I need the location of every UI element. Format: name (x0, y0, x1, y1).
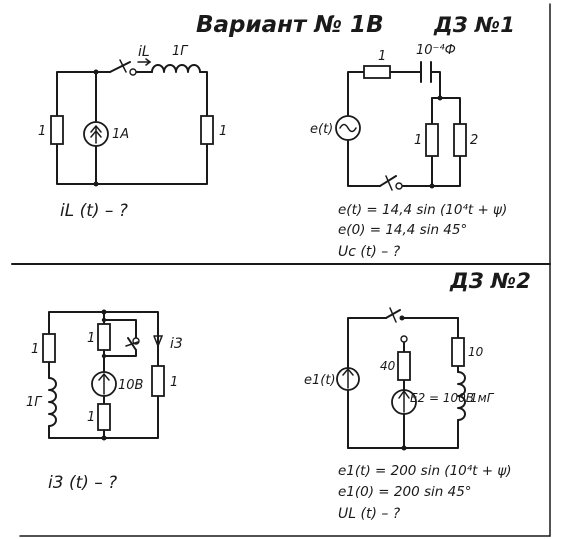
circuit-b-question: Uc (t) – ? (338, 244, 401, 260)
circuit-c-wire (103, 319, 137, 339)
circuit-c-source-label: 10В (118, 378, 144, 393)
circuit-d-equation-2: e1(0) = 200 sin 45° (338, 484, 472, 500)
resistor-icon (451, 337, 465, 367)
junction-node (101, 435, 107, 441)
circuit-c-mid-bottom-resistor-label: 1 (87, 410, 95, 425)
circuit-d-source1-label: e1(t) (304, 373, 336, 388)
circuit-a-wire (56, 71, 208, 185)
circuit-b-equation-1: e(t) = 14,4 sin (10⁴t + ψ) (338, 202, 507, 218)
circuit-d-source2-label: E2 = 100В (410, 391, 474, 405)
circuit-b-top-resistor-label: 1 (378, 49, 386, 64)
inductor-icon (457, 371, 466, 421)
junction-node (93, 69, 99, 75)
resistor-icon (425, 123, 439, 157)
inductor-current-label: iL (138, 44, 150, 60)
circuit-b-equation-2: e(0) = 14,4 sin 45° (338, 222, 467, 238)
circuit-b: 1 10⁻⁴Ф e(t) 1 2 e(t) = 14,4 sin (10⁴t +… (310, 43, 507, 260)
current-source-icon (83, 121, 109, 147)
resistor-icon (397, 351, 411, 381)
voltage-source-icon (91, 371, 117, 397)
page-title: Вариант № 1В (196, 12, 384, 38)
switch-icon (385, 307, 408, 343)
ac-source-icon (335, 115, 361, 141)
inductor-label: 1Г (172, 44, 189, 59)
circuit-b-wire (431, 71, 441, 99)
resistor-icon (363, 65, 391, 79)
circuit-a-right-resistor-label: 1 (219, 124, 227, 139)
resistor-icon (50, 115, 64, 145)
switch-icon (109, 59, 137, 76)
resistor-icon (42, 333, 56, 363)
circuit-d-wire (347, 419, 459, 449)
circuit-d-mid-resistor-label: 40 (380, 359, 396, 373)
circuit-d-inductor-label: 1мГ (470, 391, 495, 405)
circuit-d: e1(t) 40 E2 = 100В 10 1мГ e1(t) = 200 si… (304, 307, 512, 522)
circuit-a: 1 1А iL 1Г 1 iL (t) – ? (38, 44, 227, 221)
circuit-c-inductor-label: 1Г (26, 395, 43, 410)
inductor-icon (48, 377, 57, 427)
circuit-b-resistor-1-label: 1 (414, 133, 422, 148)
junction-node (101, 309, 107, 315)
junction-node (429, 183, 435, 189)
circuit-b-resistor-2-label: 2 (470, 133, 478, 148)
task2-label: ДЗ №2 (449, 269, 531, 293)
circuit-a-left-resistor-label: 1 (38, 124, 46, 139)
circuit-c-wire (103, 349, 137, 357)
capacitor-icon (420, 61, 432, 83)
circuit-b-wire (347, 139, 381, 187)
resistor-icon (453, 123, 467, 157)
capacitor-label: 10⁻⁴Ф (416, 43, 456, 58)
voltage-source-icon (336, 367, 360, 391)
circuit-a-question: iL (t) – ? (60, 201, 128, 221)
inductor-icon (151, 64, 201, 73)
current-arrow-icon (153, 335, 164, 349)
resistor-icon (200, 115, 214, 145)
circuit-c-current-label: i3 (170, 336, 183, 352)
resistor-icon (151, 365, 165, 397)
circuit-c-right-resistor-label: 1 (170, 375, 178, 390)
circuit-c-mid-top-resistor-label: 1 (87, 331, 95, 346)
junction-node (101, 353, 107, 359)
circuit-d-right-resistor-label: 10 (468, 345, 484, 359)
junction-node (93, 181, 99, 187)
circuit-c-left-resistor-label: 1 (31, 342, 39, 357)
circuit-d-question: UL (t) – ? (338, 506, 401, 522)
current-source-label: 1А (112, 127, 129, 142)
ac-source-label: e(t) (310, 122, 333, 137)
voltage-source-icon (391, 389, 417, 415)
switch-icon (125, 337, 140, 351)
task1-label: ДЗ №1 (433, 13, 515, 37)
circuit-b-wire (347, 71, 365, 117)
junction-node (101, 317, 107, 323)
circuit-c: 1 1Г 1 10В 1 i3 1 i3 (t) – ? (26, 309, 183, 493)
circuit-b-wire (401, 155, 461, 187)
junction-node (437, 95, 443, 101)
resistor-icon (97, 403, 111, 431)
circuit-b-wire (431, 97, 461, 125)
current-arrow-icon (145, 58, 152, 66)
circuit-d-wire (347, 317, 387, 369)
circuit-c-question: i3 (t) – ? (48, 473, 117, 493)
circuit-d-equation-1: e1(t) = 200 sin (10⁴t + ψ) (338, 463, 512, 479)
resistor-icon (97, 323, 111, 351)
junction-node (401, 445, 407, 451)
switch-icon (379, 175, 403, 191)
